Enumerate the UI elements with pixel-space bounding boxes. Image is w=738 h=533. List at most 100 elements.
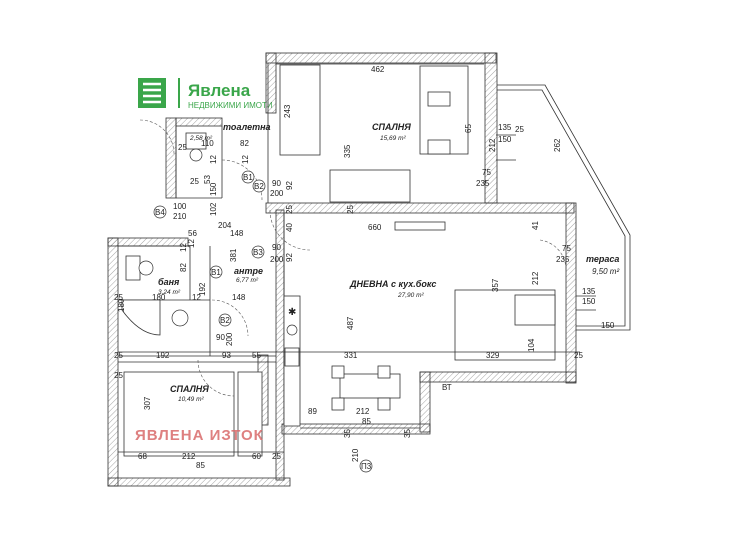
tv-unit	[394, 221, 446, 231]
stove-mark: ✱	[288, 307, 296, 318]
dimension: 56	[188, 229, 197, 238]
toilet-bowl-icon	[138, 260, 154, 276]
dimension: 150	[601, 321, 615, 330]
dimension: 243	[283, 104, 292, 118]
room-name-bath: баня	[158, 277, 180, 287]
dimension: 200	[225, 332, 234, 346]
dimension: 180	[117, 298, 126, 312]
logo-name: Явлена	[188, 81, 251, 100]
dining-table	[339, 373, 401, 399]
logo-tagline: НЕДВИЖИМИ ИМОТИ	[188, 101, 273, 110]
dimension: 212	[488, 138, 497, 152]
logo-mark-icon	[138, 78, 180, 108]
door-tag: B2	[220, 316, 230, 325]
dimension: 90	[272, 179, 281, 188]
dimension: 12	[187, 239, 196, 248]
dimension: 75	[482, 168, 491, 177]
dimension: 41	[531, 221, 540, 230]
dresser	[329, 169, 411, 203]
dimension: 212	[182, 452, 196, 461]
dimension: 60	[252, 452, 261, 461]
wardrobe	[237, 371, 263, 457]
room-name-bedroom-bottom: СПАЛНЯ	[170, 384, 209, 394]
armchair	[514, 294, 556, 326]
room-area-bedroom-bottom: 10,49 m²	[178, 396, 204, 403]
dimension: 200	[270, 189, 284, 198]
dimension: 25	[190, 177, 199, 186]
dimension: 12	[241, 155, 250, 164]
dimension: 212	[531, 271, 540, 285]
dimension: 102	[209, 202, 218, 216]
dimension: 135	[582, 287, 596, 296]
room-labels: СПАЛНЯ 15,69 m² тоалетна 2,58 m² ДНЕВНА …	[158, 122, 619, 403]
dimension: 100	[173, 202, 187, 211]
shower-icon	[121, 299, 161, 336]
room-area-bath: 3,24 m²	[158, 289, 181, 296]
hob-icon	[284, 347, 300, 367]
dimension: 660	[368, 223, 382, 232]
room-area-hall: 6,77 m²	[236, 277, 259, 284]
dimension: 25	[114, 351, 123, 360]
dimension: 335	[343, 144, 352, 158]
dimension: 212	[356, 407, 370, 416]
door-tags: B1 B2 B1 B3 B2 B4 П3 ВТ	[153, 170, 452, 473]
dimension-lines	[118, 63, 596, 453]
washbasin-icon	[125, 255, 141, 281]
door-tag: B4	[155, 208, 165, 217]
dimension: 89	[308, 407, 317, 416]
basin-icon	[171, 309, 189, 327]
dimension: 200	[270, 255, 284, 264]
furniture: ✱	[121, 64, 556, 457]
room-name-toilet: тоалетна	[223, 122, 271, 132]
bed	[123, 371, 235, 457]
dimension: 487	[346, 316, 355, 330]
pbt-label: ВТ	[442, 383, 452, 392]
door-tag: П3	[361, 462, 372, 471]
dimension: 92	[285, 181, 294, 190]
dimension: 25	[114, 371, 123, 380]
room-name-bedroom-top: СПАЛНЯ	[372, 122, 411, 132]
dimension: 462	[371, 65, 385, 74]
logo: Явлена НЕДВИЖИМИ ИМОТИ	[138, 78, 273, 110]
dimension: 204	[218, 221, 232, 230]
dimension: 148	[232, 293, 246, 302]
door-tag: B2	[254, 182, 264, 191]
door-tag: B1	[211, 268, 221, 277]
dimension: 40	[285, 223, 294, 232]
dimension: 82	[179, 263, 188, 272]
dimension: 148	[230, 229, 244, 238]
desk	[419, 65, 469, 155]
bed	[279, 64, 321, 156]
room-area-toilet: 2,58 m²	[189, 135, 213, 142]
room-area-terrace: 9,50 m²	[592, 267, 619, 276]
dimension: 192	[156, 351, 170, 360]
dimension: 192	[198, 282, 207, 296]
dimension: 92	[285, 253, 294, 262]
room-area-living: 27,90 m²	[397, 292, 424, 299]
dimension: 90	[216, 333, 225, 342]
dimension: 262	[553, 138, 562, 152]
dimension: 25	[272, 452, 281, 461]
chair	[377, 397, 391, 411]
dimension: 357	[491, 278, 500, 292]
dimension: 68	[138, 452, 147, 461]
dimension: 104	[527, 338, 536, 352]
dimension: 12	[179, 243, 188, 252]
dimension: 82	[240, 139, 249, 148]
dimension: 85	[362, 417, 371, 426]
dimension: 25	[285, 205, 294, 214]
dimension: 12	[209, 155, 218, 164]
dimension: 180	[152, 293, 166, 302]
dimension: 307	[143, 396, 152, 410]
dimension-labels: 462 243 335 135 150 212 262 75 235 65 25…	[114, 65, 615, 470]
room-area-bedroom-top: 15,69 m²	[380, 135, 406, 142]
dimension: 329	[486, 351, 500, 360]
chair	[331, 365, 345, 379]
dimension: 150	[498, 135, 512, 144]
dimension: 85	[196, 461, 205, 470]
door-tag: B1	[243, 173, 253, 182]
chair	[377, 365, 391, 379]
room-name-terrace: тераса	[586, 254, 619, 264]
dimension: 35	[343, 429, 352, 438]
